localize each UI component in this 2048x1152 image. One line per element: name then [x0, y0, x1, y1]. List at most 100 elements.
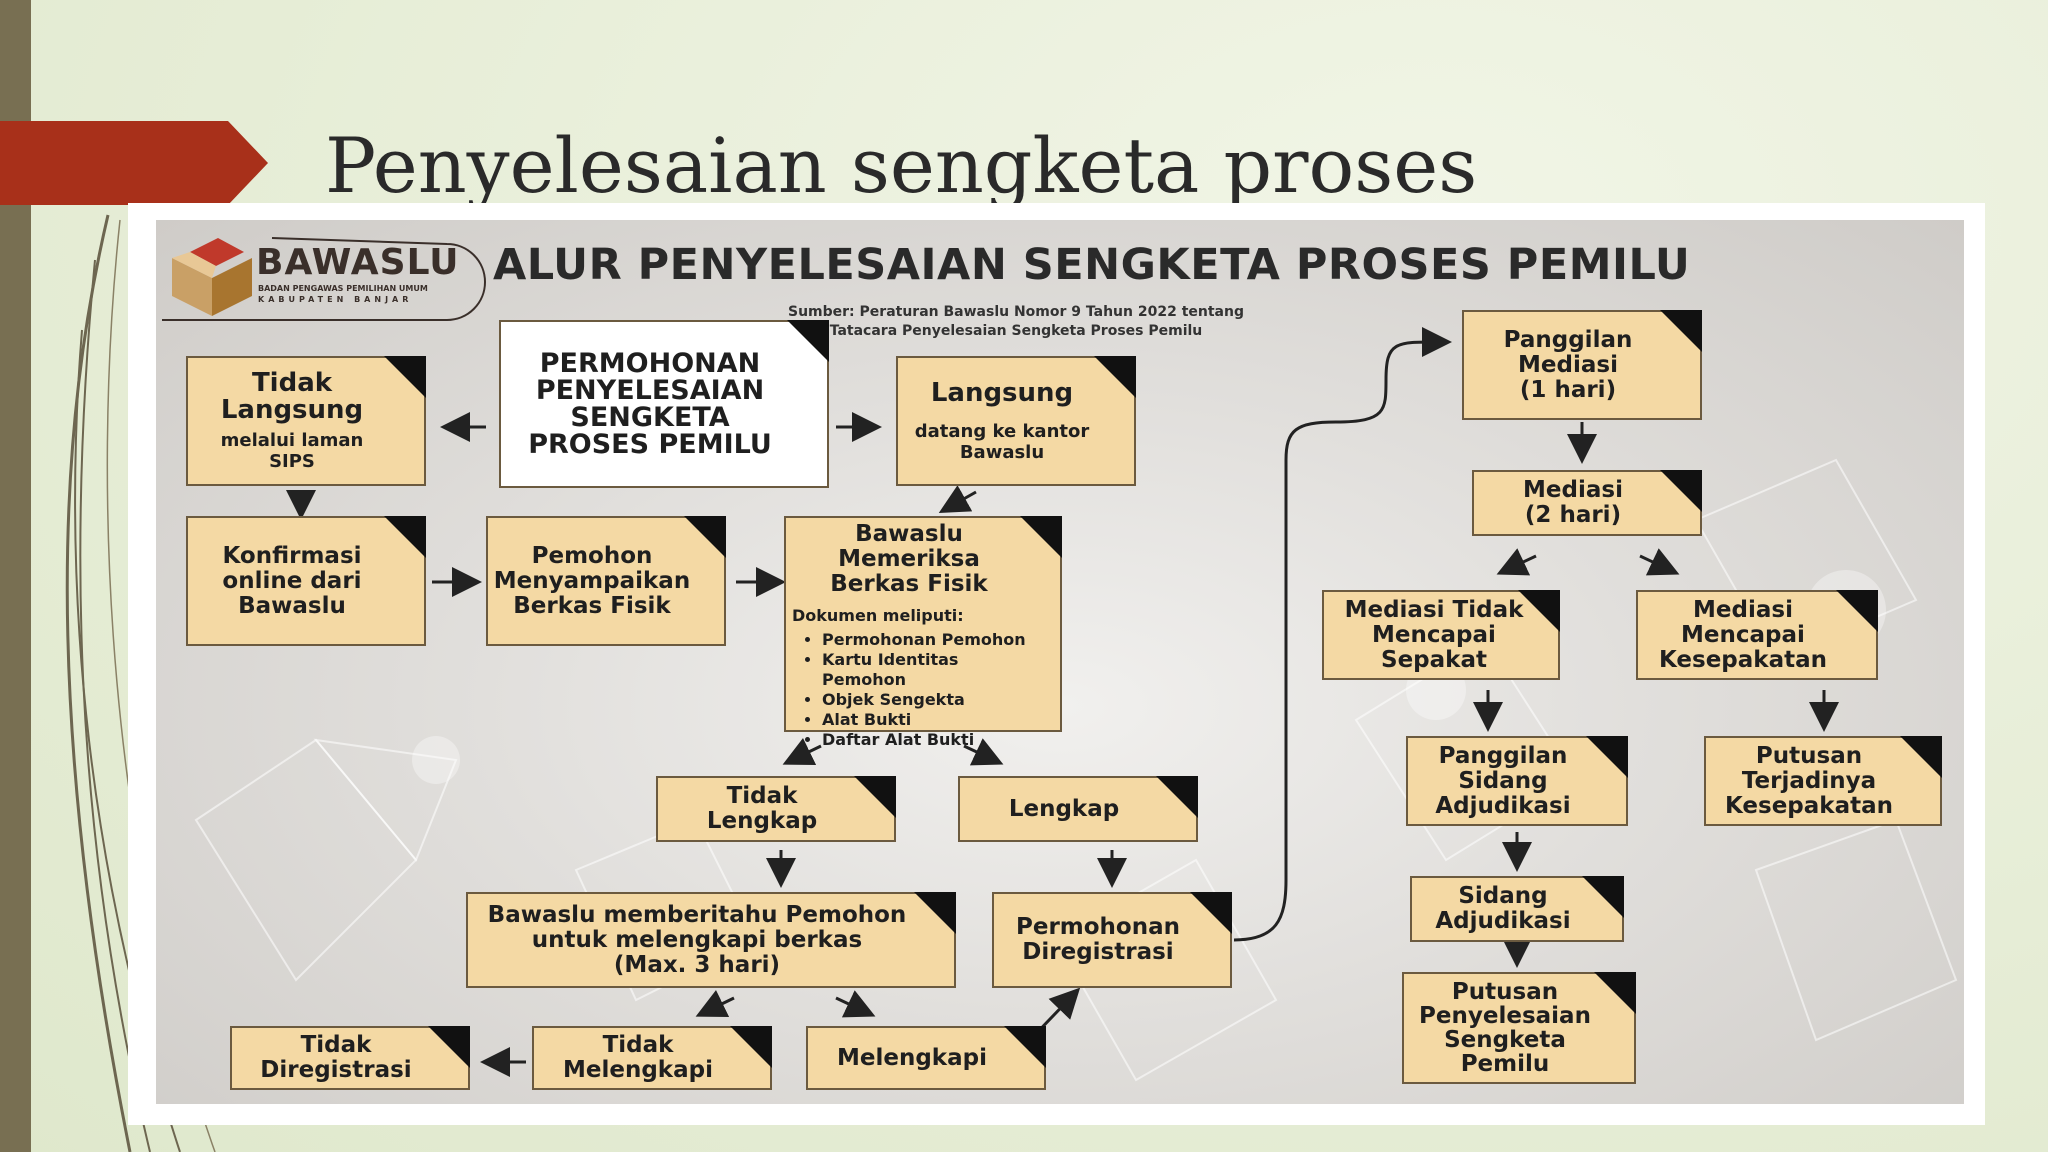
document-item: Objek Sengekta — [822, 690, 1026, 710]
node-text: Bawaslu — [238, 592, 346, 619]
node-text: Diregistrasi — [260, 1057, 412, 1083]
node-mediasi-tidak-sepakat: Mediasi Tidak Mencapai Sepakat — [1322, 590, 1560, 680]
node-text: Berkas Fisik — [513, 592, 671, 619]
node-text: (2 hari) — [1524, 502, 1622, 528]
document-item: Permohonan Pemohon — [822, 630, 1026, 650]
node-text: Mencapai — [1372, 621, 1496, 648]
node-text: Adjudikasi — [1435, 908, 1571, 934]
node-mediasi: Mediasi (2 hari) — [1472, 470, 1702, 536]
node-text: online dari — [222, 567, 362, 594]
node-mediasi-kesepakatan: Mediasi Mencapai Kesepakatan — [1636, 590, 1878, 680]
node-putusan-kesepakatan: Putusan Terjadinya Kesepakatan — [1704, 736, 1942, 826]
node-text: Mencapai — [1681, 621, 1805, 648]
node-langsung: Langsung datang ke kantor Bawaslu — [896, 356, 1136, 486]
node-permohonan-penyelesaian: PERMOHONAN PENYELESAIAN SENGKETA PROSES … — [499, 320, 829, 488]
node-text: Pemohon — [531, 542, 653, 569]
node-text: Bawaslu memberitahu Pemohon — [487, 901, 907, 928]
node-text: PERMOHONAN — [539, 348, 761, 379]
node-text: Lengkap — [706, 808, 818, 834]
arrow-langsung-memeriksa — [938, 485, 977, 513]
ballot-box-icon — [172, 238, 252, 316]
node-text: Langsung — [930, 378, 1074, 408]
node-text: Berkas Fisik — [830, 571, 988, 597]
node-text: Pemilu — [1460, 1051, 1550, 1077]
bawaslu-logo: BAWASLU BADAN PENGAWAS PEMILIHAN UMUM KA… — [162, 228, 486, 321]
node-text: Sidang — [1458, 883, 1548, 909]
node-putusan-sengketa: Putusan Penyelesaian Sengketa Pemilu — [1402, 972, 1636, 1084]
node-text: Lengkap — [1008, 795, 1120, 822]
arrow-mediasi-kesepakatan — [1639, 548, 1680, 576]
logo-wordmark: BAWASLU — [256, 242, 460, 283]
flow-arrows — [286, 326, 1839, 1077]
node-pemohon-menyampaikan: Pemohon Menyampaikan Berkas Fisik — [486, 516, 726, 646]
node-text: PROSES PEMILU — [528, 429, 772, 460]
documents-heading: Dokumen meliputi: — [792, 606, 964, 625]
node-tidak-diregistrasi: Tidak Diregistrasi — [230, 1026, 470, 1090]
document-item: Alat Bukti — [822, 710, 1026, 730]
node-text: Permohonan — [1015, 914, 1180, 940]
node-permohonan-diregistrasi: Permohonan Diregistrasi — [992, 892, 1232, 988]
node-text: SENGKETA — [570, 402, 730, 433]
source-citation: Sumber: Peraturan Bawaslu Nomor 9 Tahun … — [776, 303, 1256, 341]
node-text: Memeriksa — [838, 546, 980, 572]
node-text: Diregistrasi — [1022, 939, 1174, 965]
node-text: Mediasi — [1518, 351, 1618, 378]
node-text: Tidak — [251, 368, 333, 398]
arrow-memeriksa-tidak-lengkap — [782, 738, 822, 766]
node-text: Kesepakatan — [1659, 646, 1827, 673]
node-subtext: datang ke kantor Bawaslu — [915, 421, 1090, 463]
document-item: Kartu Identitas Pemohon — [822, 650, 1026, 690]
node-text: Kesepakatan — [1725, 792, 1893, 819]
node-tidak-langsung: Tidak Langsung melalui laman SIPS — [186, 356, 426, 486]
node-text: Bawaslu — [855, 521, 963, 547]
node-text: Tidak — [602, 1032, 674, 1058]
node-text: (1 hari) — [1519, 376, 1617, 403]
node-text: Mediasi — [1693, 596, 1793, 623]
node-sidang-adjudikasi: Sidang Adjudikasi — [1410, 876, 1624, 942]
node-panggilan-sidang: Panggilan Sidang Adjudikasi — [1406, 736, 1628, 826]
node-text: Adjudikasi — [1435, 792, 1571, 819]
arrow-memberitahu-melengkapi — [835, 990, 876, 1018]
arrow-diregistrasi-panggilan-mediasi — [1233, 326, 1452, 942]
node-text: Sidang — [1458, 767, 1548, 794]
logo-region: KABUPATEN BANJAR — [258, 295, 413, 304]
node-lengkap: Lengkap — [958, 776, 1198, 842]
logo-outline — [162, 237, 486, 321]
node-subtext-line: datang ke kantor — [914, 421, 1090, 442]
title-arrow-marker — [0, 121, 268, 205]
document-item: Daftar Alat Bukti — [822, 730, 1026, 750]
node-panggilan-mediasi: Panggilan Mediasi (1 hari) — [1462, 310, 1702, 420]
node-text: Mediasi Tidak — [1344, 596, 1524, 623]
node-text: (Max. 3 hari) — [613, 951, 781, 978]
logo-subtitle: BADAN PENGAWAS PEMILIHAN UMUM — [258, 284, 428, 293]
node-text: Melengkapi — [837, 1044, 987, 1071]
node-text: Mediasi — [1523, 477, 1623, 503]
source-line-2: Tatacara Penyelesaian Sengketa Proses Pe… — [829, 323, 1203, 339]
arrow-memeriksa-lengkap — [963, 738, 1004, 766]
node-tidak-melengkapi: Tidak Melengkapi — [532, 1026, 772, 1090]
arrow-memberitahu-tidak-melengkapi — [695, 990, 735, 1018]
node-text: Menyampaikan — [493, 567, 691, 594]
node-text: Langsung — [220, 395, 364, 425]
arrow-mediasi-tidak-sepakat — [1496, 548, 1537, 576]
node-subtext: melalui laman SIPS — [221, 430, 364, 472]
diagram-heading: ALUR PENYELESAIAN SENGKETA PROSES PEMILU — [493, 240, 1691, 290]
node-text: Putusan — [1755, 742, 1863, 769]
node-subtext-line: Bawaslu — [959, 442, 1045, 463]
node-tidak-lengkap: Tidak Lengkap — [656, 776, 896, 842]
node-text: Sengketa — [1444, 1027, 1566, 1053]
node-text: Sepakat — [1381, 646, 1487, 673]
node-text: Konfirmasi — [222, 542, 362, 569]
node-bawaslu-memeriksa: Bawaslu Memeriksa Berkas Fisik Dokumen m… — [784, 516, 1062, 749]
slide-title: Penyelesaian sengketa proses — [325, 121, 1478, 206]
node-text: Tidak — [726, 783, 798, 809]
flowchart-canvas: BAWASLU BADAN PENGAWAS PEMILIHAN UMUM KA… — [156, 220, 1964, 1104]
decorative-curves — [65, 214, 216, 1152]
node-text: Putusan — [1451, 979, 1559, 1005]
node-text: Terjadinya — [1741, 767, 1877, 794]
node-text: Panggilan — [1438, 742, 1568, 769]
node-text: PENYELESAIAN — [535, 375, 765, 406]
source-line-1: Sumber: Peraturan Bawaslu Nomor 9 Tahun … — [788, 304, 1244, 320]
node-text: untuk melengkapi berkas — [531, 926, 863, 953]
node-text: Tidak — [300, 1032, 372, 1058]
